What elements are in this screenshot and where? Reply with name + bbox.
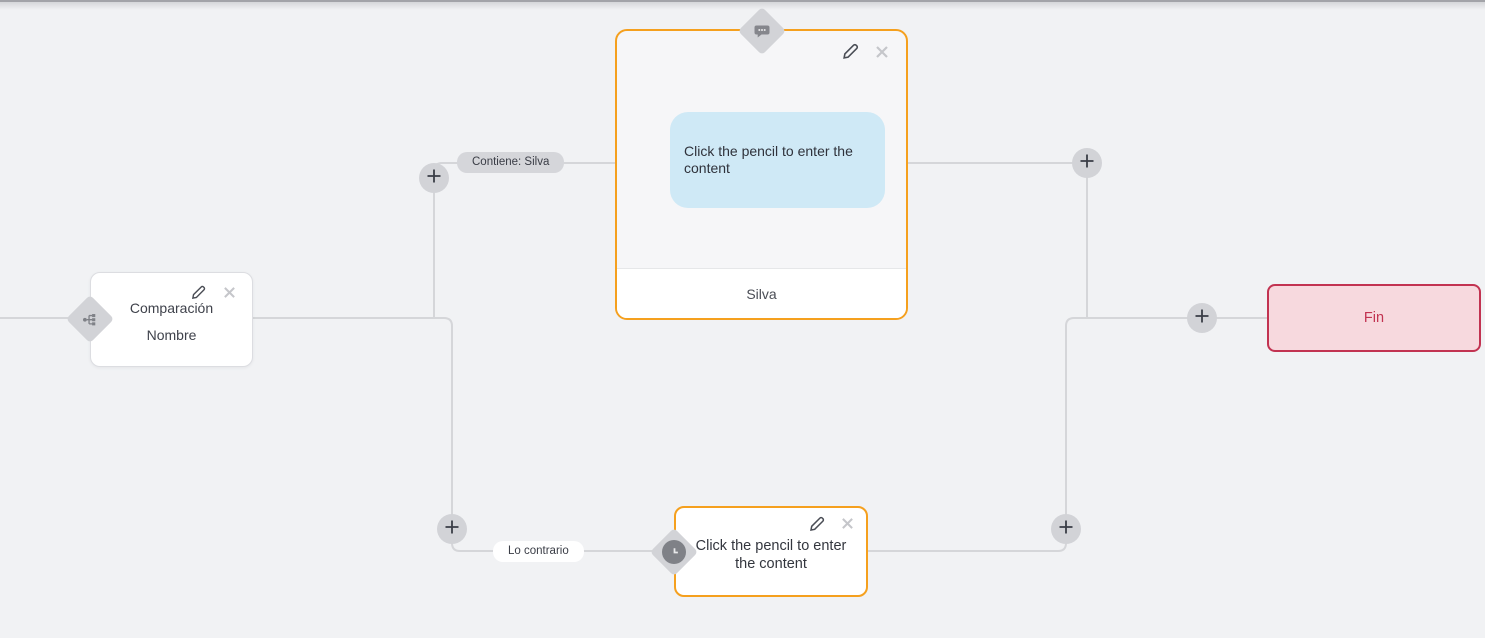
message-footer-text: Silva xyxy=(746,285,777,302)
add-block-button-after-fallback[interactable] xyxy=(1051,514,1081,544)
close-icon[interactable] xyxy=(221,284,238,301)
plus-icon xyxy=(1057,518,1075,541)
chat-bubble-icon xyxy=(752,21,772,41)
message-handle[interactable] xyxy=(737,6,786,56)
edge-condition-contains xyxy=(433,162,617,318)
edge-label-contains[interactable]: Contiene: Silva xyxy=(457,152,565,173)
fallback-handle[interactable] xyxy=(649,527,699,577)
add-block-button-contains[interactable] xyxy=(419,163,449,193)
add-block-button-otherwise[interactable] xyxy=(437,514,467,544)
close-icon[interactable] xyxy=(873,43,890,60)
condition-handle[interactable] xyxy=(65,294,115,344)
plus-icon xyxy=(425,167,443,190)
add-block-button-before-end[interactable] xyxy=(1187,303,1217,333)
add-block-button-after-message[interactable] xyxy=(1072,148,1102,178)
canvas-top-border xyxy=(0,0,1485,2)
end-node-label: Fin xyxy=(1363,310,1385,326)
plus-icon xyxy=(1078,152,1096,175)
condition-title: Comparación xyxy=(129,300,214,316)
close-icon[interactable] xyxy=(839,515,856,532)
condition-variable: Nombre xyxy=(146,327,197,343)
edit-pencil-icon[interactable] xyxy=(842,43,859,60)
edge-condition-otherwise xyxy=(253,317,676,552)
fallback-node[interactable]: Click the pencil to enter the content xyxy=(649,506,868,597)
message-bubble-text: Click the pencil to enter the content xyxy=(684,143,853,176)
canvas-top-shadow xyxy=(0,2,1485,10)
edit-pencil-icon[interactable] xyxy=(808,515,825,532)
message-node[interactable]: Click the pencil to enter the content Si… xyxy=(615,6,908,320)
edge-fallback-out xyxy=(866,317,1269,552)
message-footer: Silva xyxy=(617,268,906,318)
plus-icon xyxy=(443,518,461,541)
clock-icon xyxy=(662,540,686,564)
edge-message-out xyxy=(906,162,1088,318)
message-bubble: Click the pencil to enter the content xyxy=(670,112,885,208)
branches-icon xyxy=(82,311,99,328)
edit-pencil-icon[interactable] xyxy=(190,284,207,301)
plus-icon xyxy=(1193,307,1211,330)
end-node[interactable]: Fin xyxy=(1267,284,1481,352)
fallback-text: Click the pencil to enter the content xyxy=(695,538,847,572)
edge-label-otherwise[interactable]: Lo contrario xyxy=(493,541,584,562)
condition-node[interactable]: Comparación Nombre xyxy=(65,272,253,367)
